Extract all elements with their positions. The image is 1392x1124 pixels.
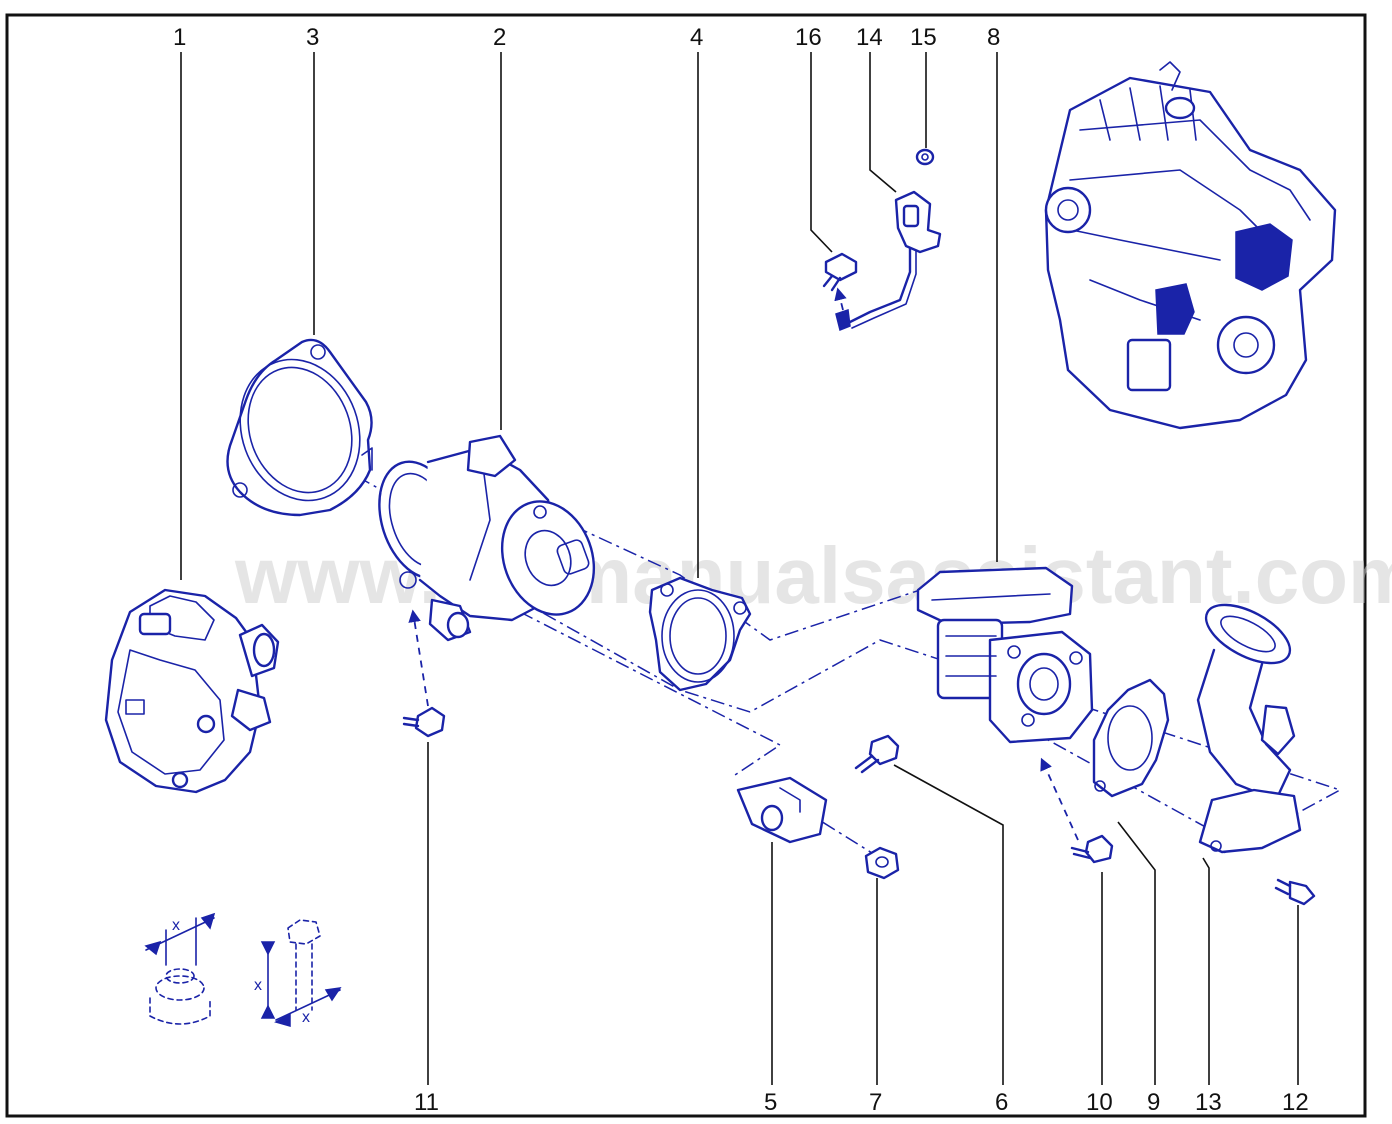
part-12-bolt — [1274, 878, 1316, 906]
callout-10: 10 — [1086, 1089, 1113, 1116]
part-1-actuator-housing — [104, 588, 280, 794]
callout-2: 2 — [493, 24, 506, 51]
callout-15: 15 — [910, 24, 937, 51]
part-16-bolt — [822, 252, 858, 292]
part-4-gasket — [648, 576, 752, 692]
part-5-bracket — [736, 776, 828, 844]
bolt-spec-icon: x x — [254, 919, 342, 1027]
callout-14: 14 — [856, 24, 883, 51]
callout-numbers: 1 3 2 4 16 14 15 8 11 5 7 6 10 9 13 12 — [173, 24, 1309, 1116]
part-9-gasket — [1092, 678, 1170, 798]
callout-11: 11 — [414, 1089, 439, 1116]
part-13-intake-pipe — [1196, 603, 1302, 854]
part-11-bolt — [402, 706, 446, 738]
part-3-gasket — [226, 338, 373, 517]
diagram-frame — [5, 13, 1367, 1118]
part-10-bolt — [1070, 834, 1114, 864]
nut-spec-icon: x — [144, 912, 216, 1025]
part-15-washer — [915, 148, 935, 166]
nut-spec-x-label: x — [172, 917, 180, 934]
part-8-egr-valve — [916, 566, 1094, 744]
callout-1: 1 — [173, 24, 186, 51]
callout-16: 16 — [795, 24, 822, 51]
callout-9: 9 — [1147, 1089, 1160, 1116]
engine-illustration-icon — [1044, 61, 1337, 430]
callout-8: 8 — [987, 24, 1000, 51]
leader-lines — [180, 52, 1299, 1085]
callout-4: 4 — [690, 24, 703, 51]
callout-6: 6 — [995, 1089, 1008, 1116]
callout-5: 5 — [764, 1089, 777, 1116]
part-7-nut — [864, 846, 900, 880]
callout-7: 7 — [869, 1089, 882, 1116]
bolt-spec-x-label-a: x — [254, 977, 262, 994]
part-6-bolt — [854, 734, 900, 774]
part-14-sensor — [835, 190, 942, 332]
callout-13: 13 — [1195, 1089, 1222, 1116]
callout-3: 3 — [306, 24, 319, 51]
part-2-egr-cooler — [378, 434, 596, 642]
bolt-spec-x-label-b: x — [302, 1009, 310, 1026]
callout-12: 12 — [1282, 1089, 1309, 1116]
